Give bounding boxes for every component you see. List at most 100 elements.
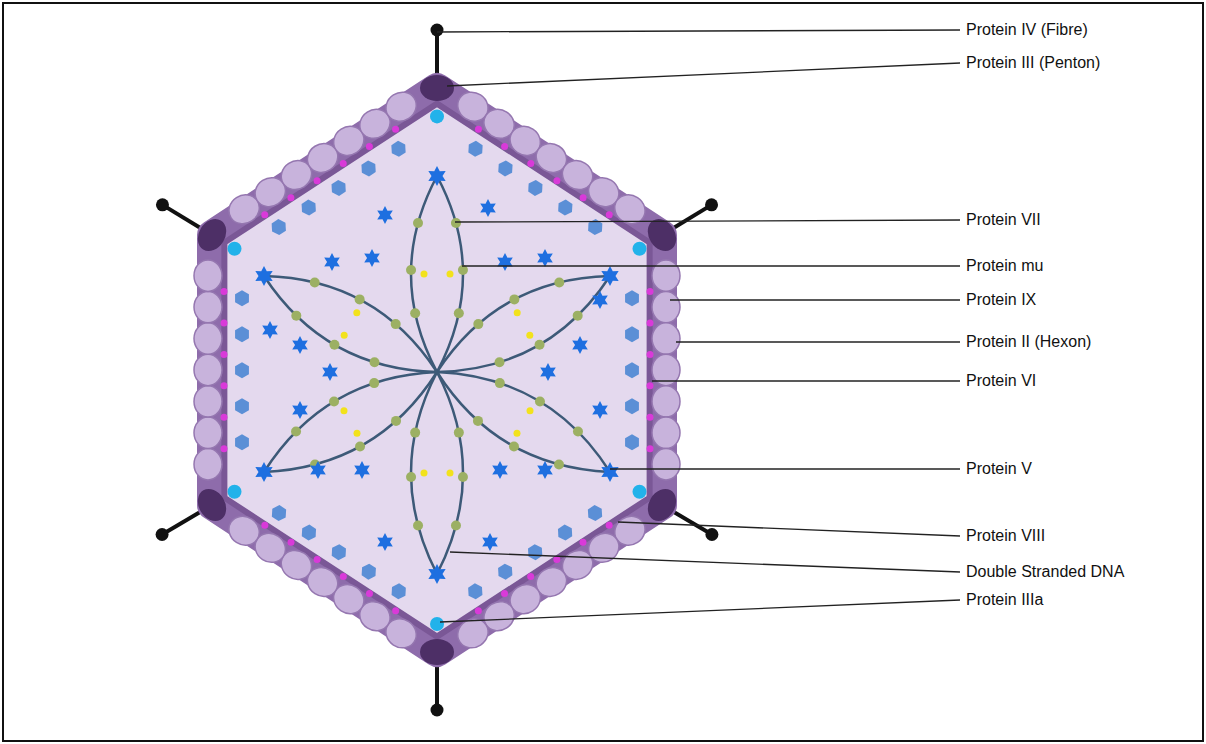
protein-mu [421, 470, 428, 477]
protein-ix [220, 382, 227, 389]
protein-vi [361, 160, 375, 176]
protein-vi [362, 564, 376, 580]
protein-vi [468, 583, 482, 599]
protein-ix [366, 143, 373, 150]
protein-vii [355, 294, 365, 304]
hexon [452, 613, 493, 654]
protein-vii [329, 340, 339, 350]
part-label: Protein IV (Fibre) [964, 20, 1090, 40]
protein-vii [370, 357, 380, 367]
part-label: Protein III (Penton) [964, 53, 1102, 73]
hexon [194, 260, 222, 291]
penton [420, 75, 454, 101]
protein-vi [558, 525, 572, 541]
protein-iiia [430, 617, 444, 631]
protein-v [482, 533, 498, 551]
protein-ix [220, 351, 227, 358]
fibre-knob [156, 528, 169, 541]
protein-ix [314, 556, 321, 563]
protein-vi [588, 505, 602, 521]
protein-ix [647, 319, 654, 326]
protein-ix [527, 160, 534, 167]
protein-v [255, 266, 272, 286]
protein-vii [410, 308, 420, 318]
protein-vi [302, 200, 316, 216]
protein-vi [625, 434, 639, 450]
hexon [652, 291, 680, 322]
protein-v [262, 321, 278, 339]
protein-mu [513, 430, 520, 437]
protein-vii [413, 521, 423, 531]
penton [192, 484, 232, 526]
part-label: Protein VIII [964, 526, 1047, 546]
protein-ix [475, 607, 482, 614]
protein-vii [310, 277, 320, 287]
frame [3, 3, 1203, 741]
core [255, 166, 618, 584]
protein-ix [553, 177, 560, 184]
protein-v [324, 253, 340, 271]
protein-vii [391, 319, 401, 329]
protein-mu [447, 271, 454, 278]
capsid-inner-band [224, 104, 649, 637]
protein-vi [498, 160, 512, 176]
protein-vii [451, 218, 461, 228]
hexon [194, 323, 222, 354]
protein-v [310, 461, 326, 479]
protein-vii [509, 294, 519, 304]
protein-vii [451, 521, 461, 531]
protein-iiia [228, 242, 242, 256]
protein-v [292, 401, 308, 419]
protein-mu [341, 332, 348, 339]
protein-ix [287, 194, 294, 201]
leader-line [440, 600, 960, 622]
fibre-knob [431, 24, 444, 37]
protein-v [255, 462, 272, 482]
part-label: Protein V [964, 459, 1034, 479]
protein-v [428, 564, 445, 584]
leader-line [455, 220, 960, 222]
protein-ix [261, 522, 268, 529]
protein-v [592, 291, 608, 309]
leader-line [447, 63, 960, 86]
protein-iiia [430, 109, 444, 123]
protein-vi [391, 141, 405, 157]
dna-strand [264, 276, 437, 372]
dna-strand [411, 372, 463, 574]
protein-v [354, 461, 370, 479]
leader-line [618, 522, 960, 536]
penton [642, 484, 682, 526]
dna-strand [264, 372, 437, 472]
protein-v [480, 199, 496, 217]
protein-vii [454, 428, 464, 438]
protein-v [572, 336, 588, 354]
protein-vii [554, 459, 564, 469]
hexon [194, 354, 222, 385]
protein-ix [220, 414, 227, 421]
protein-vi [302, 525, 316, 541]
fibre-knob [705, 198, 718, 211]
protein-vii [554, 277, 564, 287]
dna-strand [437, 276, 610, 372]
part-label: Protein IX [964, 290, 1038, 310]
protein-vi [235, 326, 249, 342]
penton [420, 639, 454, 665]
protein-ix [647, 351, 654, 358]
protein-ix [392, 126, 399, 133]
protein-vii [509, 441, 519, 451]
fibre-knob [156, 198, 169, 211]
protein-ix [340, 573, 347, 580]
fibre-knob [705, 528, 718, 541]
part-label: Protein IIIa [964, 590, 1045, 610]
protein-vii [535, 340, 545, 350]
protein-vii [406, 265, 416, 275]
protein-ix [647, 414, 654, 421]
leader-line [670, 299, 960, 300]
protein-vi [332, 180, 346, 196]
protein-v [537, 461, 553, 479]
protein-ix [475, 126, 482, 133]
part-label: Protein VII [964, 210, 1043, 230]
protein-mu [526, 332, 533, 339]
part-label: Protein VI [964, 371, 1038, 391]
protein-ix [606, 211, 613, 218]
